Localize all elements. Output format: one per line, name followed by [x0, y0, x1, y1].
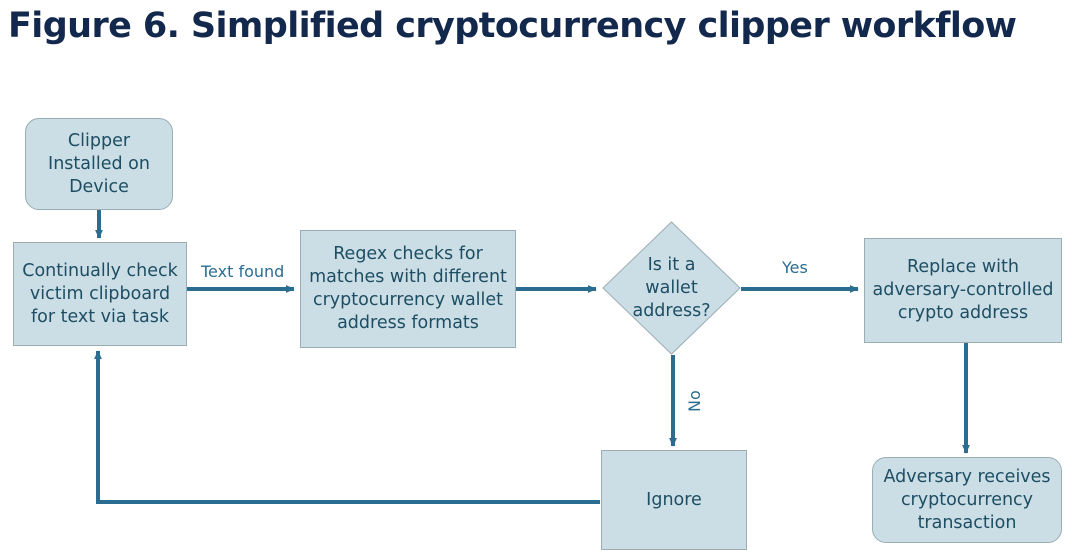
edge-label-yes: Yes [782, 258, 808, 277]
node-ignore-label: Ignore [646, 489, 702, 510]
node-adversary-receives[interactable]: Adversary receives cryptocurrency transa… [872, 457, 1062, 543]
node-is-wallet-address[interactable]: Is it a wallet address? [602, 221, 741, 355]
diamond-shape [602, 221, 741, 355]
edge-label-text-found: Text found [201, 262, 285, 281]
edge-ignore-to-check [94, 350, 600, 504]
node-adversary-receives-label: Adversary receives cryptocurrency transa… [883, 466, 1051, 533]
node-replace-address-label: Replace with adversary-controlled crypto… [872, 257, 1054, 323]
node-replace-address[interactable]: Replace with adversary-controlled crypto… [864, 238, 1062, 343]
node-ignore[interactable]: Ignore [601, 450, 747, 550]
node-continually-check-label: Continually check victim clipboard for t… [22, 260, 178, 327]
page-title: Figure 6. Simplified cryptocurrency clip… [8, 6, 1017, 46]
node-regex-checks-label: Regex checks for matches with different … [309, 244, 507, 333]
edge-label-no: No [685, 390, 704, 412]
node-is-wallet-address-label: Is it a wallet address? [632, 254, 711, 321]
node-clipper-installed[interactable]: Clipper Installed on Device [25, 118, 173, 210]
node-continually-check[interactable]: Continually check victim clipboard for t… [13, 242, 187, 346]
node-clipper-installed-label: Clipper Installed on Device [48, 130, 150, 197]
node-regex-checks[interactable]: Regex checks for matches with different … [300, 230, 516, 348]
